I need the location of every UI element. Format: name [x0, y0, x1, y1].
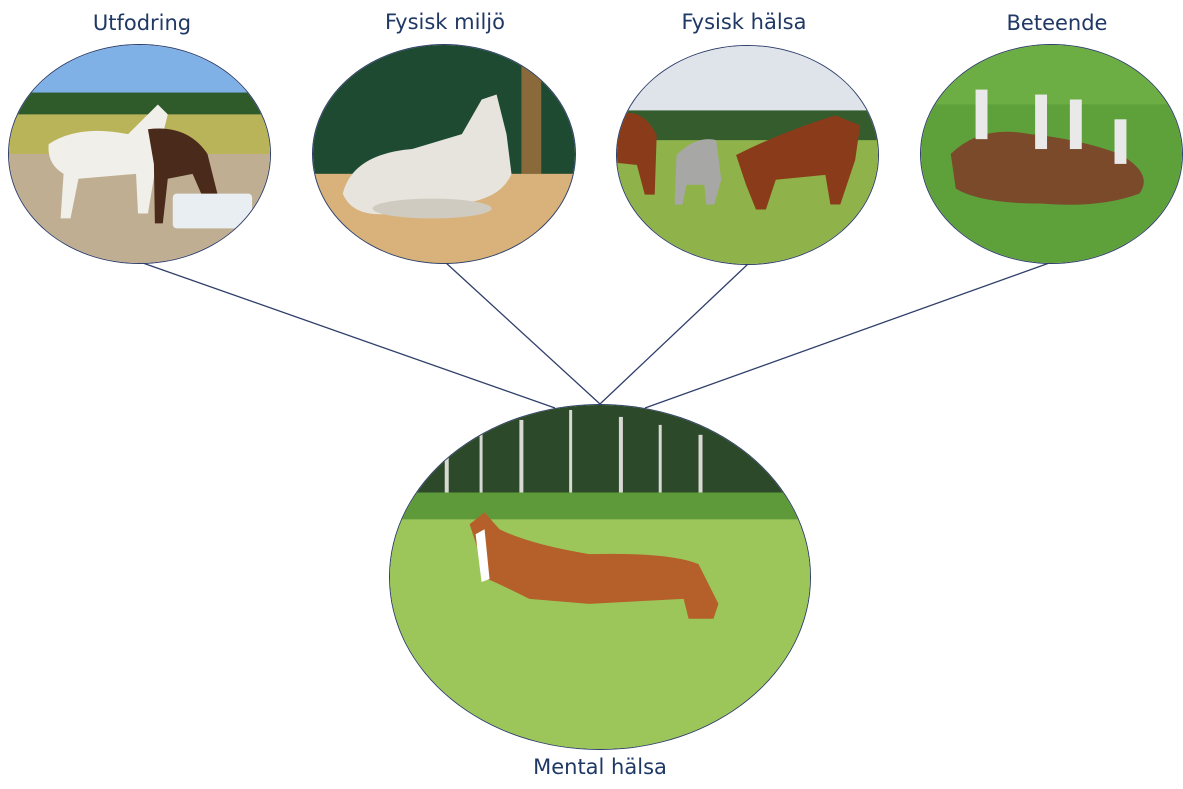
- node-label-fysisk-miljo: Fysisk miljö: [385, 10, 505, 34]
- connector-fysisk-miljo: [444, 261, 601, 405]
- photo-fysisk-miljo: [312, 44, 576, 264]
- connector-utfodring: [139, 261, 556, 409]
- node-label-beteende: Beteende: [1006, 11, 1108, 35]
- photo-beteende: [920, 44, 1183, 264]
- photo-utfodring: [8, 44, 271, 264]
- photo-mental-halsa: [389, 404, 811, 750]
- connector-beteende: [644, 261, 1053, 409]
- center-node-label: Mental hälsa: [533, 755, 667, 779]
- node-label-utfodring: Utfodring: [92, 11, 192, 35]
- connector-fysisk-halsa: [599, 263, 749, 405]
- photo-fysisk-halsa: [616, 45, 879, 265]
- node-label-fysisk-halsa: Fysisk hälsa: [681, 10, 807, 34]
